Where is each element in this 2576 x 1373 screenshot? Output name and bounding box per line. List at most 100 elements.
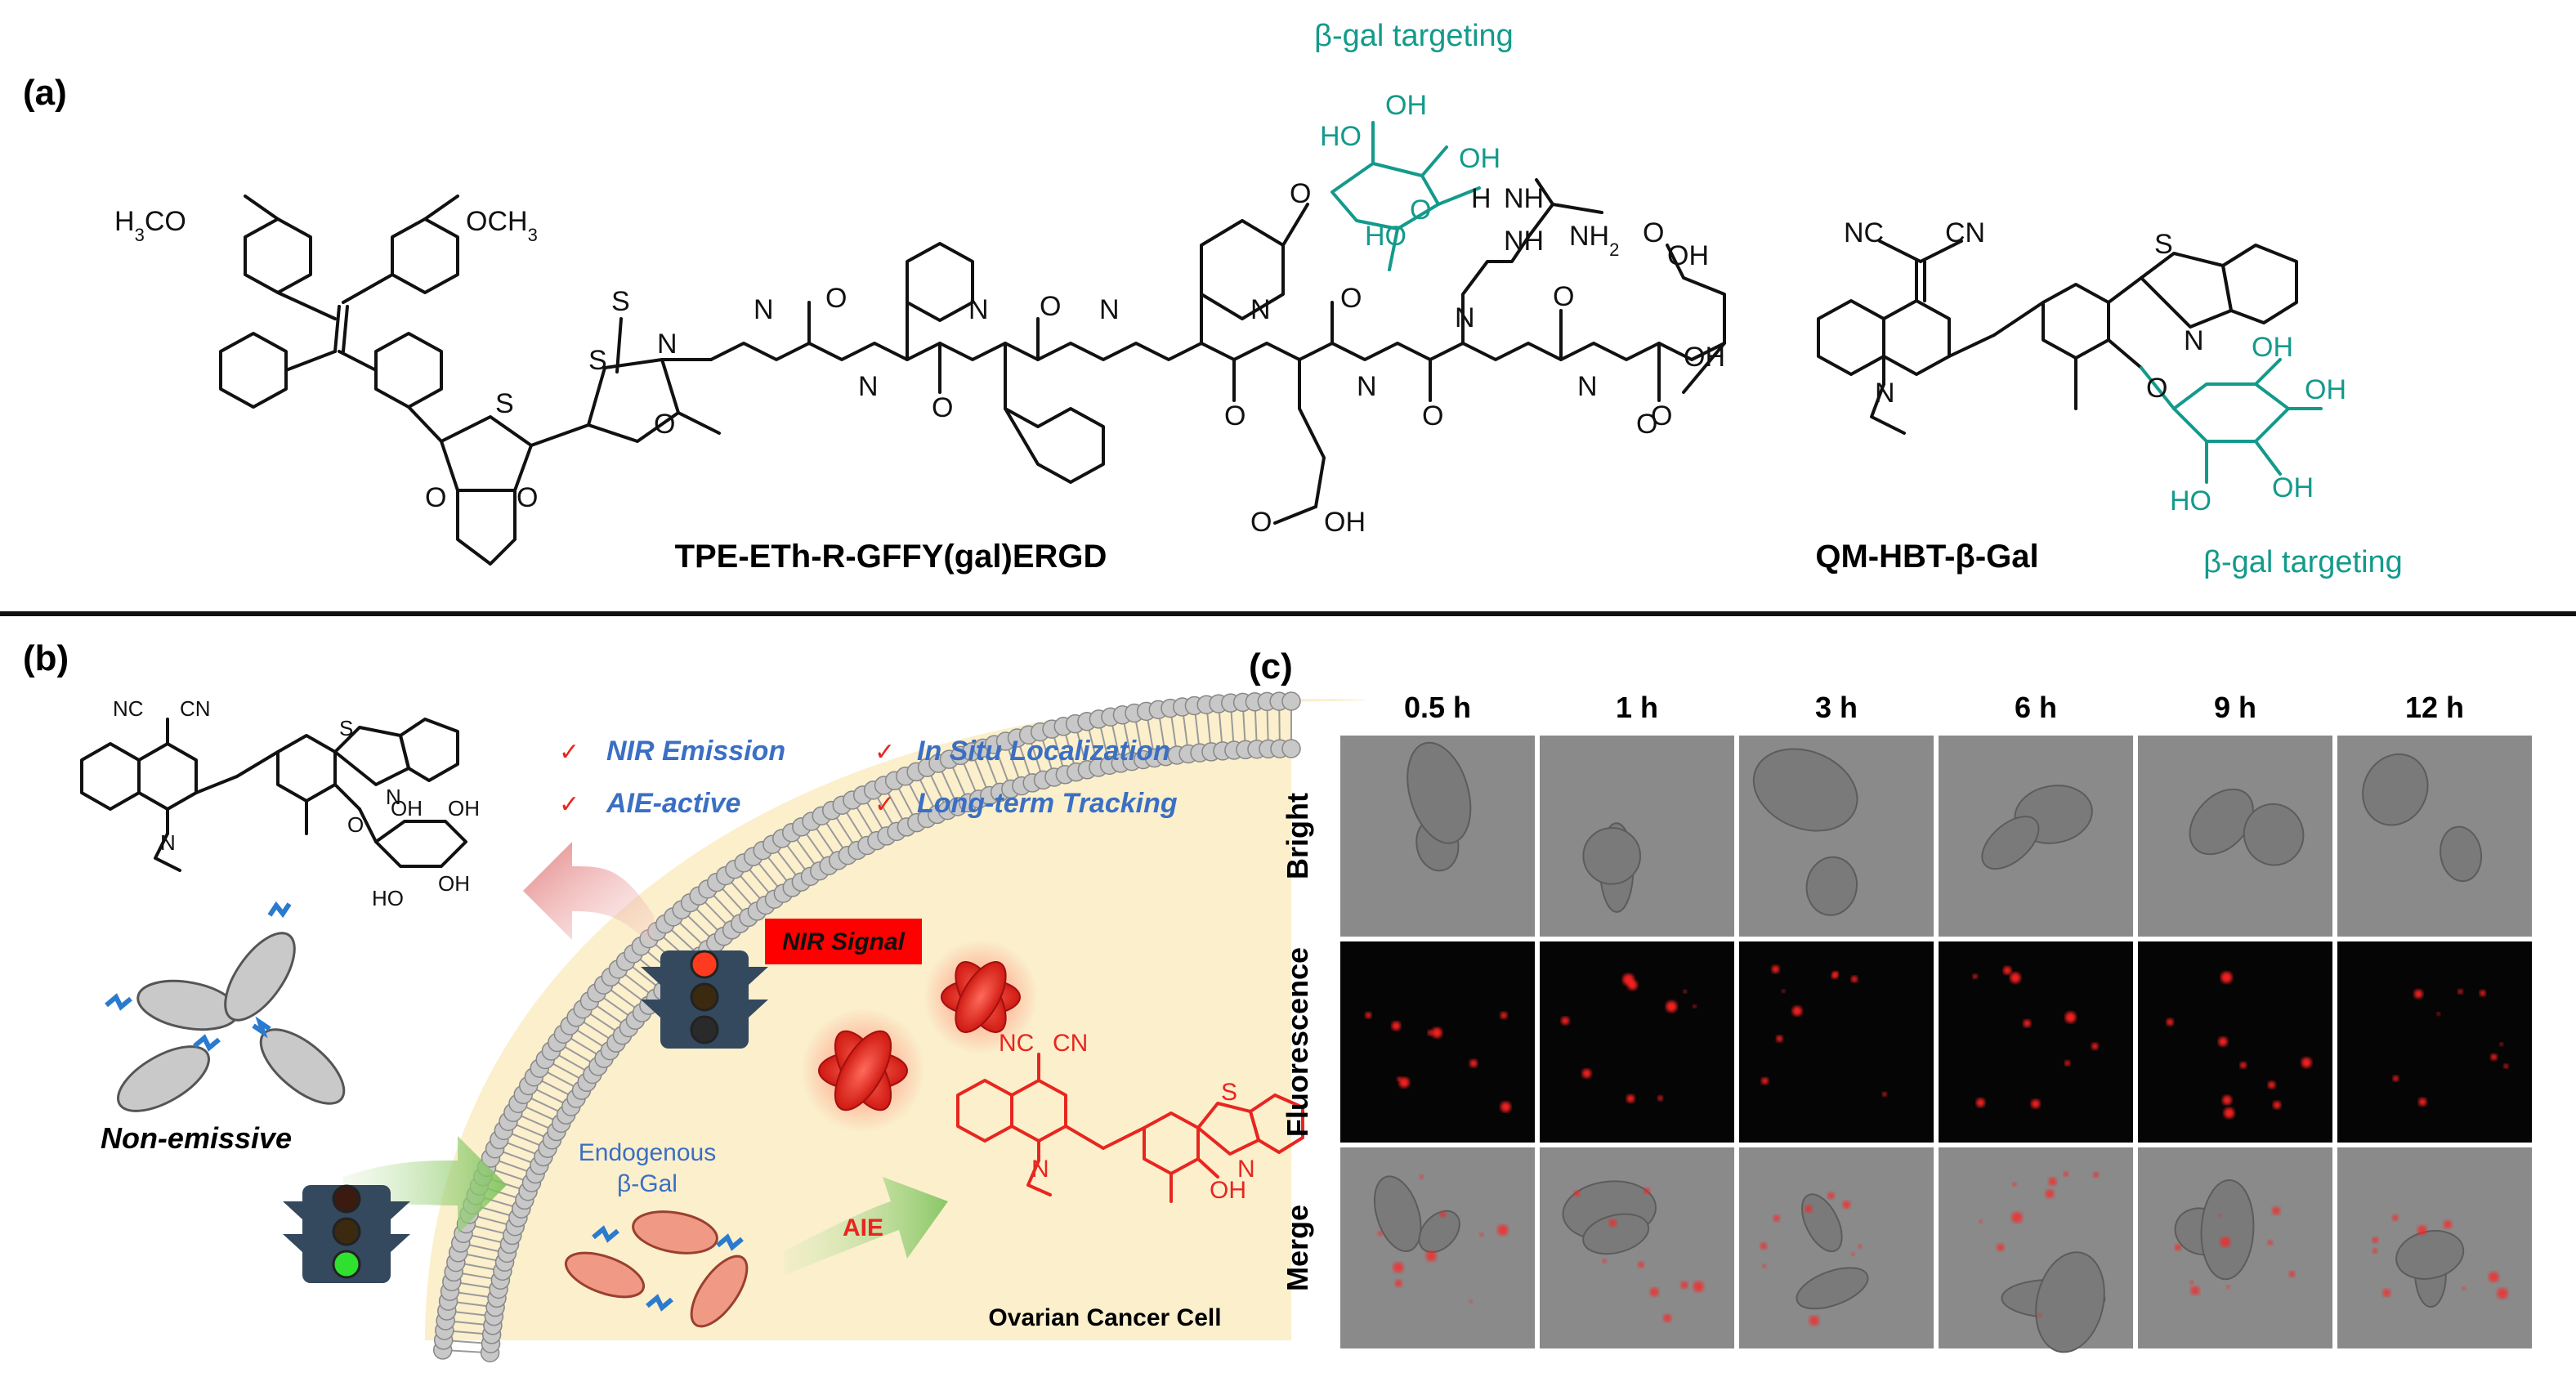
- fluorescent-spot: [1626, 1094, 1635, 1103]
- fluorescent-spot: [1419, 1174, 1424, 1179]
- cell-outline: [1796, 1267, 1869, 1310]
- label-nc-2: NC: [1844, 217, 1884, 248]
- fluorescent-spot: [2490, 1053, 2498, 1061]
- fluorescent-spot: [1637, 1261, 1644, 1268]
- endogenous-label-2: β-Gal: [617, 1170, 678, 1197]
- fluorescent-spot: [1643, 1187, 1650, 1194]
- label-nh-6: N: [1357, 371, 1377, 402]
- fluorescent-spot: [2288, 1271, 2296, 1277]
- fluorescent-spot: [1561, 1016, 1570, 1025]
- fluorescent-spot: [2011, 1211, 2023, 1223]
- label-nh-3: N: [968, 294, 989, 325]
- label-nh2-arg: NH2: [1569, 221, 1619, 260]
- check-2: ✓: [559, 791, 579, 818]
- micrograph-tile: [1540, 1147, 1734, 1348]
- fluorescent-spot: [1469, 1059, 1478, 1067]
- fluorescent-spot: [2273, 1101, 2281, 1109]
- cell-outline: [1582, 827, 1642, 885]
- label-oh-gal1b: OH: [1385, 90, 1427, 121]
- feature-4: Long-term Tracking: [917, 788, 1178, 819]
- label-o-edot2: O: [517, 482, 538, 513]
- timepoint-label: 3 h: [1815, 691, 1858, 724]
- check-1: ✓: [559, 739, 579, 766]
- fluorescent-spot: [1851, 1252, 1855, 1256]
- fluorescent-spot: [2093, 1172, 2100, 1178]
- glutamate-chain: [1298, 358, 1326, 508]
- label-o-1: O: [825, 283, 847, 314]
- cell-outline: [2440, 825, 2483, 883]
- label-s-thiophene: S: [495, 388, 514, 419]
- label-oh-glu: OH: [1324, 507, 1366, 538]
- check-4: ✓: [874, 791, 895, 818]
- label-s-rhodanine-ring: S: [588, 345, 607, 376]
- tpe-core: [219, 195, 459, 443]
- fluorescent-spot: [1497, 1224, 1509, 1236]
- fluorescent-spot: [1393, 1262, 1404, 1273]
- label-oh-gal2c: OH: [2272, 472, 2314, 503]
- aie-label: AIE: [843, 1214, 883, 1241]
- label-nh-imine: NH: [1504, 183, 1544, 214]
- micrograph-tile: [1939, 941, 2133, 1143]
- fluorescent-spot: [1842, 1201, 1851, 1209]
- fluorescent-spot: [2413, 989, 2423, 999]
- label-o-glu: O: [1250, 507, 1272, 538]
- fluorescent-spot: [1666, 1000, 1678, 1013]
- fluorescent-spot: [2457, 989, 2463, 995]
- label-ho-gal1a: HO: [1320, 121, 1362, 152]
- traffic-light-red: [641, 950, 768, 1049]
- feature-2: AIE-active: [606, 788, 740, 819]
- galactose-unit-2: [2140, 358, 2323, 484]
- light-green-on: [332, 1250, 361, 1279]
- feature-list: ✓ NIR Emission ✓ AIE-active ✓ In Situ Lo…: [559, 736, 1178, 819]
- product-label-oh: OH: [1210, 1177, 1246, 1204]
- fluorescent-spot: [1394, 1279, 1402, 1287]
- fluorescent-spot: [2391, 1214, 2399, 1222]
- compound2-name: QM-HBT-β-Gal: [1815, 539, 2038, 575]
- zigzag-4: [252, 1016, 271, 1039]
- cell-outline: [2243, 803, 2305, 866]
- compound1-structure: H3CO OCH3 S O O S S N O N O N O N O N O …: [114, 90, 1726, 575]
- row-label: Bright: [1281, 793, 1314, 879]
- fluorescent-spot: [2220, 1237, 2231, 1247]
- probe-label-o: O: [347, 812, 364, 837]
- panel-divider: [0, 611, 2576, 616]
- probe-label-nc: NC: [113, 696, 144, 721]
- fluorescent-spot: [2064, 1012, 2077, 1023]
- fluorescent-spot: [2189, 1280, 2194, 1285]
- cell-outline: [1981, 816, 2040, 870]
- product-molecule: NC CN N S N OH: [956, 1030, 1304, 1204]
- label-o-5: O: [1340, 283, 1362, 314]
- label-o-gal1: O: [1410, 195, 1431, 226]
- product-label-cn: CN: [1053, 1030, 1088, 1057]
- rhodanine-ring: [587, 317, 721, 443]
- label-h-arg: H: [1471, 183, 1491, 214]
- fluorescent-spot: [2226, 1285, 2231, 1290]
- label-o-2: O: [2146, 373, 2167, 404]
- product-label-n-thiazole: N: [1237, 1156, 1255, 1183]
- fluorescent-spot: [1773, 1214, 1780, 1222]
- label-nh-arg: NH: [1504, 226, 1544, 257]
- label-nh-2: N: [858, 371, 879, 402]
- tyrosine-ring: [1200, 203, 1309, 345]
- label-o-6: O: [1422, 400, 1443, 432]
- fluorescent-spot: [2488, 1272, 2499, 1282]
- targeting-label-1: β-gal targeting: [1314, 19, 1514, 53]
- fluorescent-spot: [2218, 1037, 2228, 1047]
- cell-outline: [1752, 748, 1858, 832]
- fluorescent-spot: [1762, 1263, 1767, 1268]
- panel-b-label: (b): [23, 638, 69, 678]
- fluorescent-spot: [1608, 1219, 1617, 1228]
- aspartate-chain: [1666, 244, 1726, 361]
- compound2-structure: NC CN N S N O OH OH OH HO QM-HBT-β-Gal: [1815, 217, 2346, 575]
- probe-label-oh-3: OH: [438, 871, 470, 896]
- fluorescent-spot: [2382, 1289, 2391, 1297]
- fluorescent-spot: [2003, 966, 2012, 975]
- panel-a: (a): [23, 19, 2403, 579]
- fluorescent-spot: [1979, 1219, 1983, 1223]
- zigzag-3: [193, 1034, 221, 1052]
- fluorescent-spot: [2497, 1287, 2508, 1299]
- cell-outline: [1418, 1210, 1460, 1254]
- micrograph-tile: [1340, 941, 1535, 1143]
- fluorescent-spot: [1831, 973, 1838, 979]
